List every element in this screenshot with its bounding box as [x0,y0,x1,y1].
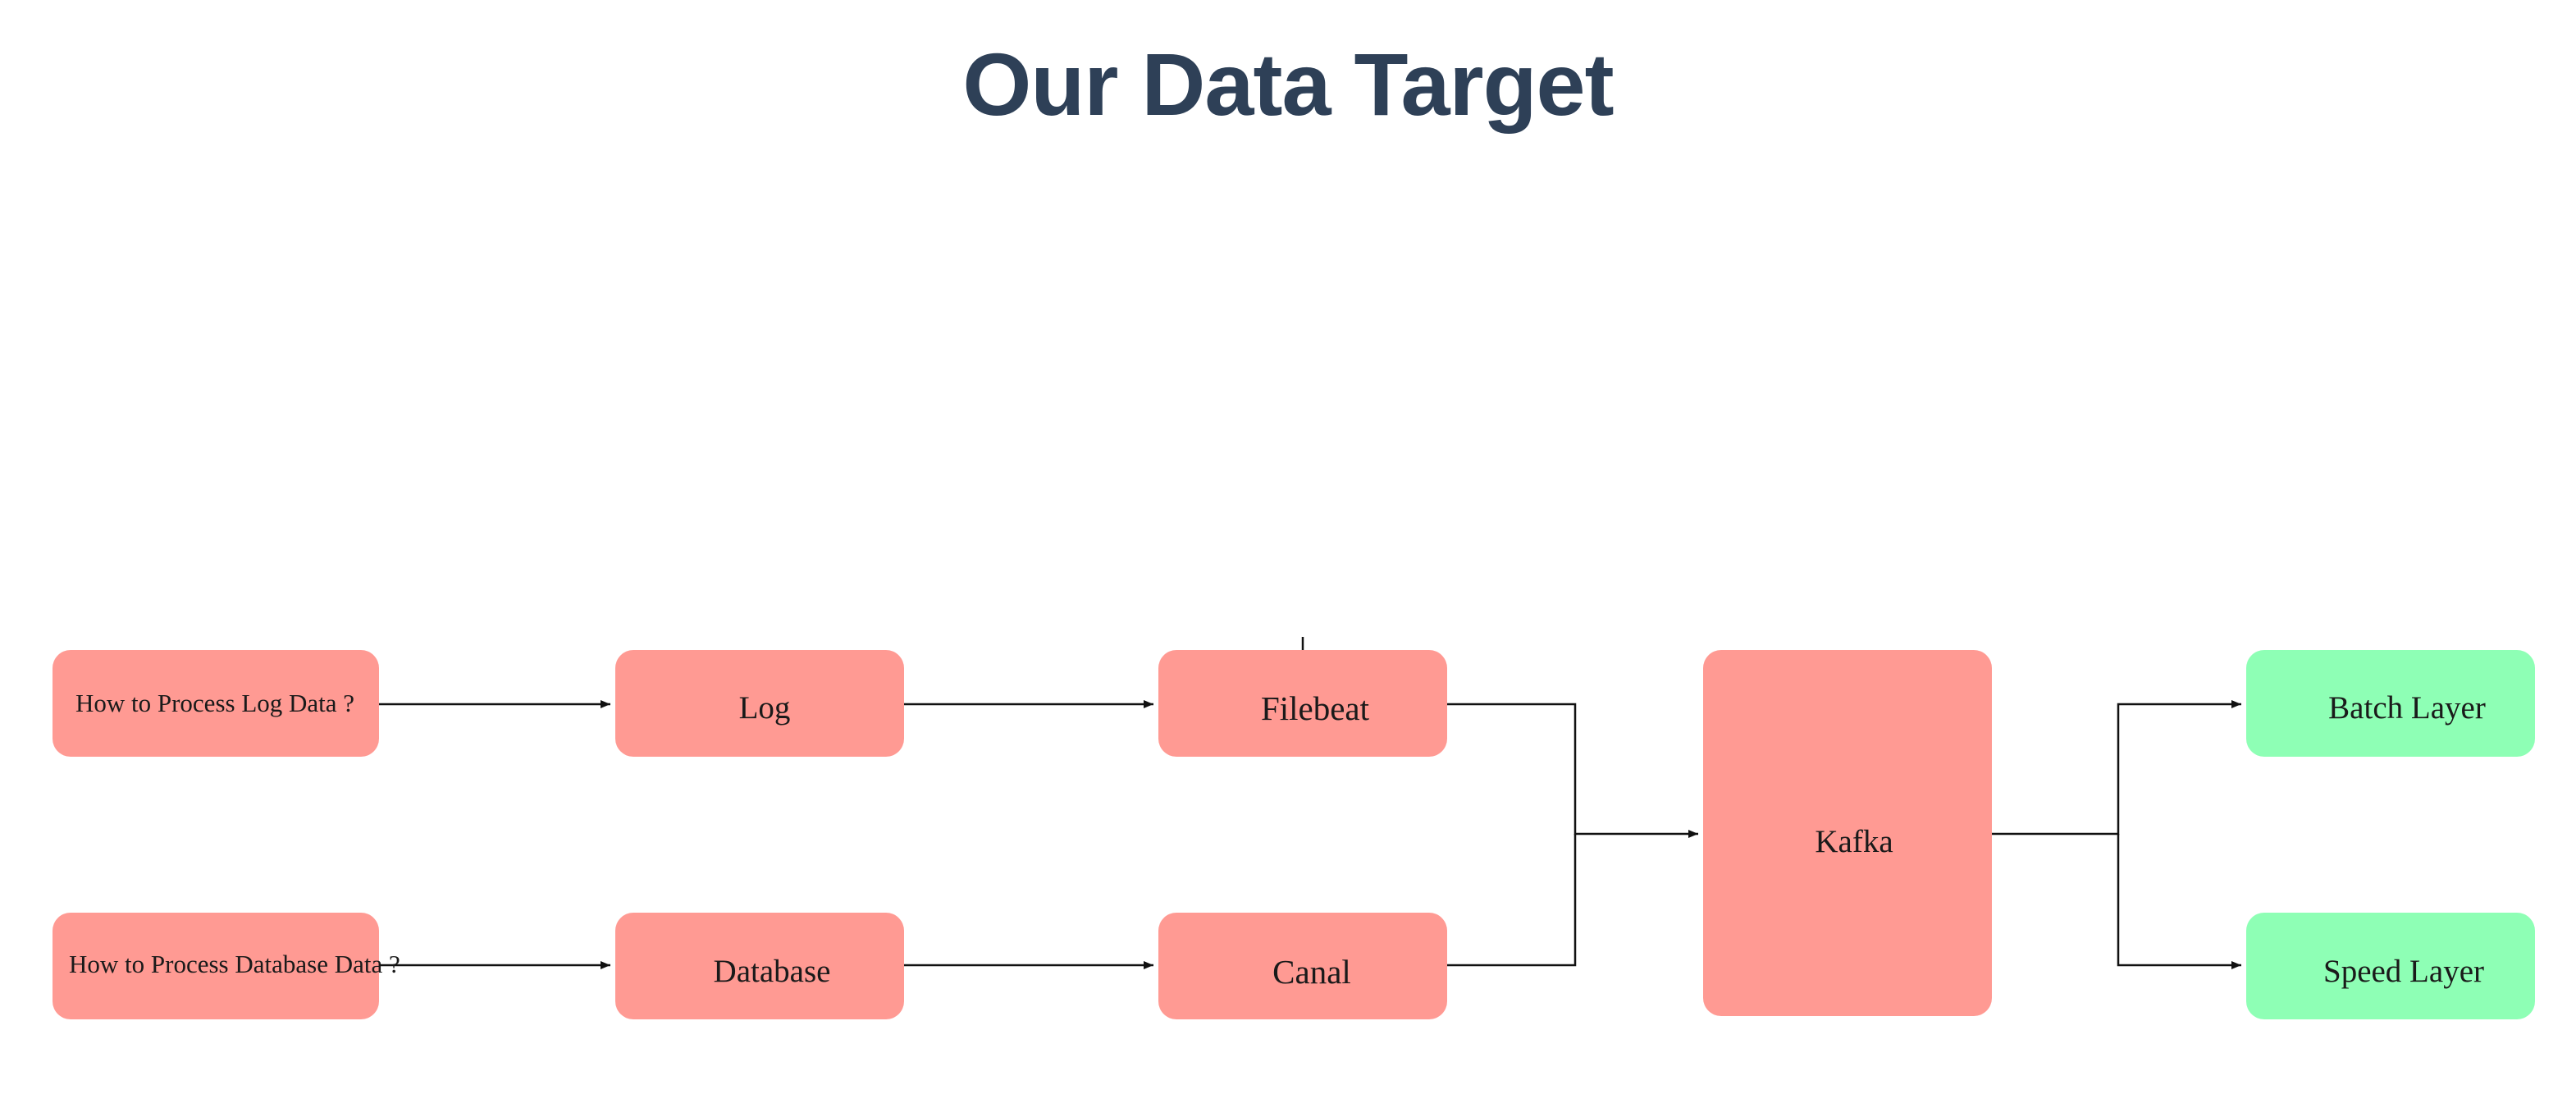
node-canal-label: Canal [1272,953,1351,991]
edge-kafka-to-batch-layer [1992,700,2241,836]
node-filebeat-label: Filebeat [1260,689,1370,727]
edge-canal-to-kafka [1447,834,1577,967]
node-database-label: Database [713,953,831,989]
node-batch-layer: Batch Layer [2246,650,2535,757]
node-question-database-label: How to Process Database Data ? [69,950,400,978]
node-speed-layer-label: Speed Layer [2323,953,2484,989]
edge-kafka-to-speed-layer [2117,834,2241,969]
node-speed-layer: Speed Layer [2246,913,2535,1019]
edge-filebeat-to-kafka [1447,703,1698,838]
node-log-label: Log [738,689,791,726]
node-batch-layer-label: Batch Layer [2328,689,2486,726]
node-log: Log [615,650,904,757]
node-kafka: Kafka [1703,650,1992,1016]
node-filebeat: Filebeat [1158,650,1447,757]
page-title: Our Data Target [962,34,1614,134]
node-canal: Canal [1158,913,1447,1019]
node-question-log: How to Process Log Data ? [53,650,379,757]
node-database: Database [615,913,904,1019]
node-kafka-label: Kafka [1815,823,1893,859]
node-question-database: How to Process Database Data ? [53,913,400,1019]
node-question-log-label: How to Process Log Data ? [75,689,355,717]
